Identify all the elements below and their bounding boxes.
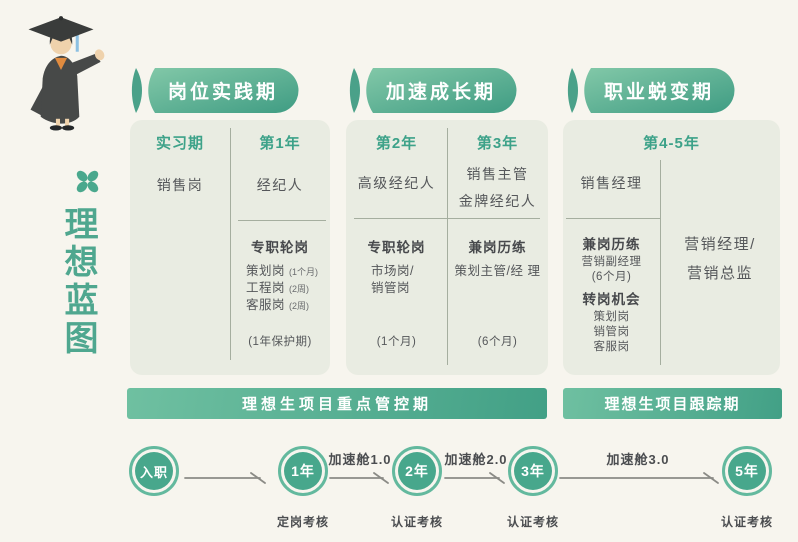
accelerator-label-3: 加速舱3.0 <box>606 452 670 467</box>
role-label: 销售岗 <box>156 177 204 193</box>
divider <box>230 128 231 360</box>
timeline-node-year2: 2年 认证考核 <box>391 446 442 529</box>
section-line: 营销副经理 <box>581 256 642 268</box>
role-label: 销售主管 <box>466 166 529 182</box>
timeline-arrows <box>184 472 719 484</box>
banner-label: 理想生项目跟踪期 <box>604 396 741 413</box>
timeline-node-entry: 入职 <box>129 446 179 496</box>
node-ring: 1年 <box>278 446 328 496</box>
accelerator-label-1: 加速舱1.0 <box>328 452 392 467</box>
rotation-item: 工程岗 (2周) <box>246 277 309 296</box>
section-line: 策划岗 <box>593 311 630 323</box>
graduate-figure-icon <box>28 16 105 131</box>
node-label: 入职 <box>135 452 173 490</box>
role-label: 营销经理/ <box>684 236 756 253</box>
divider <box>354 218 540 219</box>
node-sublabel: 认证考核 <box>720 515 774 529</box>
page-title: 理想蓝图 <box>59 206 97 358</box>
banner-tracking-period: 理想生项目跟踪期 <box>563 388 782 419</box>
role-label: 营销总监 <box>686 265 753 282</box>
node-sublabel: 定岗考核 <box>276 515 330 529</box>
rotation-line: 策划主管/经 理 <box>454 264 541 278</box>
phase-card-2: 第2年 高级经纪人 第3年 销售主管 金牌经纪人 专职轮岗 市场岗/ 销管岗 (… <box>346 120 548 375</box>
section-title: 转岗机会 <box>582 292 641 307</box>
item-duration: (1个月) <box>289 267 318 277</box>
period-label: 第4-5年 <box>643 135 700 152</box>
timeline-node-year1: 1年 定岗考核 <box>277 446 328 529</box>
item-name: 工程岗 <box>246 281 286 295</box>
divider <box>238 220 326 221</box>
node-label: 1年 <box>284 452 322 490</box>
phase-pill-2: 加速成长期 <box>345 68 517 113</box>
rotation-line: 销管岗 <box>371 281 411 295</box>
rotation-item: 客服岗 (2周) <box>246 294 309 313</box>
section-title: 兼岗历练 <box>582 237 641 252</box>
role-label: 高级经纪人 <box>357 175 436 191</box>
section-line: 客服岗 <box>593 341 630 353</box>
period-label: 第1年 <box>259 135 301 152</box>
role-label: 金牌经纪人 <box>458 193 537 209</box>
phase-title: 职业蜕变期 <box>603 82 714 103</box>
node-sublabel: 认证考核 <box>506 515 560 529</box>
pill-shape <box>349 68 517 113</box>
item-name: 策划岗 <box>246 264 286 278</box>
role-label: 经纪人 <box>256 177 304 193</box>
role-label: 销售经理 <box>580 175 643 191</box>
node-label: 3年 <box>514 452 552 490</box>
pill-shape <box>131 68 299 113</box>
note: (1个月) <box>376 336 417 348</box>
period-label: 第2年 <box>375 135 418 152</box>
item-duration: (2周) <box>289 284 309 294</box>
banner-key-control-period: 理想生项目重点管控期 <box>127 388 547 419</box>
phase-title: 加速成长期 <box>385 82 496 103</box>
rotation-line: 市场岗/ <box>371 264 414 278</box>
divider <box>660 160 661 365</box>
phase-card-3: 第4-5年 销售经理 兼岗历练 营销副经理 (6个月) 转岗机会 策划岗 销管岗… <box>563 120 780 375</box>
phase-card-1: 实习期 销售岗 第1年 经纪人 专职轮岗 策划岗 (1个月) 工程岗 (2周) … <box>130 120 330 375</box>
divider <box>566 218 660 219</box>
node-ring: 2年 <box>392 446 442 496</box>
period-label: 第3年 <box>476 135 519 152</box>
pill-shape <box>567 68 735 113</box>
item-name: 客服岗 <box>246 298 286 312</box>
timeline-node-year3: 3年 认证考核 <box>507 446 558 529</box>
node-sublabel: 认证考核 <box>390 515 444 529</box>
node-ring: 5年 <box>722 446 772 496</box>
phase-pill-3: 职业蜕变期 <box>563 68 735 113</box>
clover-icon <box>76 170 99 193</box>
section-line: (6个月) <box>591 271 632 283</box>
node-ring: 入职 <box>129 446 179 496</box>
node-label: 2年 <box>398 452 436 490</box>
section-title: 兼岗历练 <box>468 240 527 255</box>
rotation-item: 策划岗 (1个月) <box>246 260 318 279</box>
note: (1年保护期) <box>248 336 312 348</box>
banner-label: 理想生项目重点管控期 <box>241 396 432 413</box>
note: (6个月) <box>477 336 518 348</box>
item-duration: (2周) <box>289 301 309 311</box>
section-title: 专职轮岗 <box>251 240 309 255</box>
phase-title: 岗位实践期 <box>167 82 278 103</box>
divider <box>447 128 448 365</box>
section-title: 专职轮岗 <box>367 240 426 255</box>
section-line: 销管岗 <box>593 326 630 338</box>
accelerator-label-2: 加速舱2.0 <box>444 452 508 467</box>
node-ring: 3年 <box>508 446 558 496</box>
timeline-node-year5: 5年 认证考核 <box>721 446 772 529</box>
node-label: 5年 <box>728 452 766 490</box>
period-label: 实习期 <box>155 135 204 152</box>
phase-pill-1: 岗位实践期 <box>127 68 299 113</box>
